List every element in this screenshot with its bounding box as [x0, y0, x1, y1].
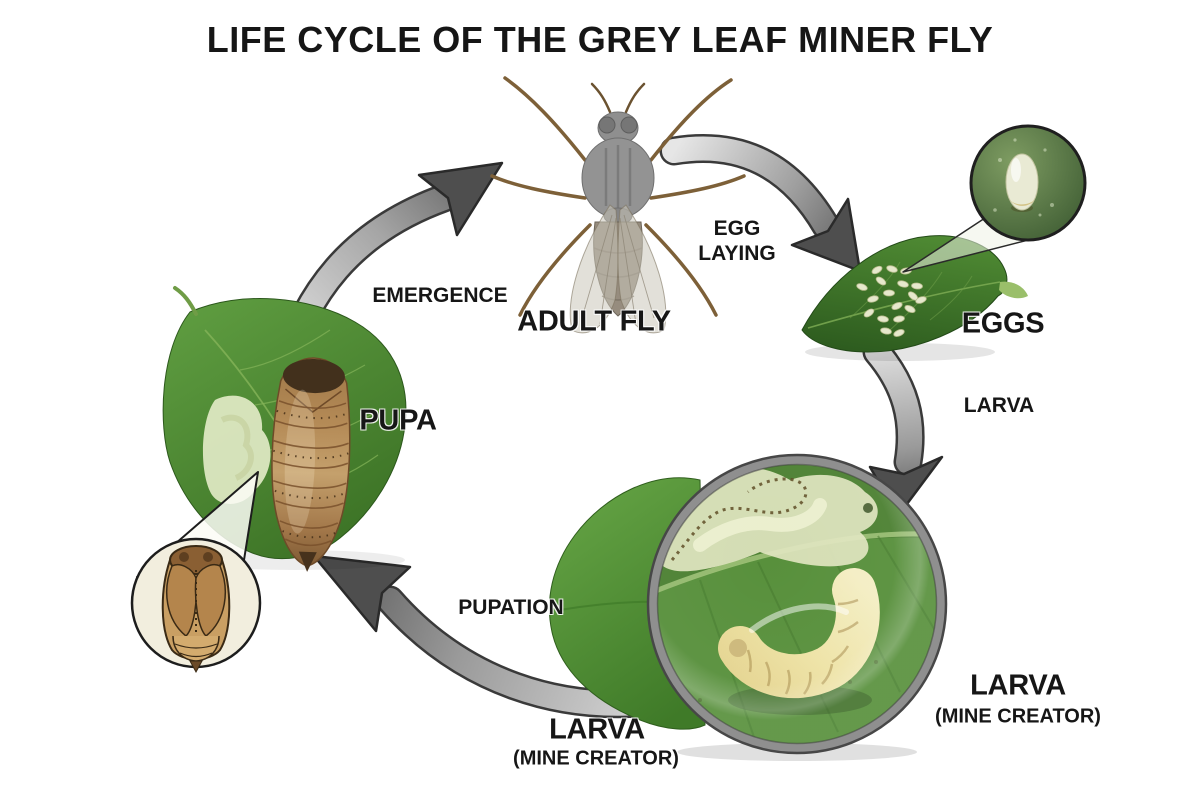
- fly-wings-icon: [569, 204, 667, 334]
- arrow-egg-laying: [659, 133, 862, 273]
- label-pupation: PUPATION: [458, 596, 564, 619]
- eggs-leaf-illustration: [801, 124, 1087, 361]
- larva-magnifier-circle: [646, 453, 948, 755]
- label-egg-laying: EGG LAYING: [698, 216, 775, 266]
- label-emergence: EMERGENCE: [372, 284, 508, 307]
- page-title: LIFE CYCLE OF THE GREY LEAF MINER FLY: [206, 19, 994, 60]
- adult-fly-illustration: [490, 76, 746, 334]
- pupa-illustration: [271, 357, 351, 572]
- label-larva-bottom: LARVA: [549, 713, 645, 746]
- fly-legs-icon: [490, 76, 746, 317]
- single-egg-icon: [1005, 153, 1039, 211]
- pupa-scene: [130, 286, 407, 674]
- pupa-drawing-icon: [161, 545, 231, 674]
- label-adult-fly: ADULT FLY: [517, 305, 671, 338]
- label-larva-transition: LARVA: [963, 394, 1035, 417]
- label-egg-laying-line1: EGG: [713, 217, 761, 240]
- label-larva-right-sub: (MINE CREATOR): [935, 705, 1101, 728]
- label-egg-laying-line2: LAYING: [698, 242, 776, 265]
- label-larva-right: LARVA: [970, 669, 1066, 702]
- egg-magnifier-circle: [969, 124, 1087, 242]
- pupa-magnifier-circle: [130, 537, 262, 674]
- label-eggs: EGGS: [961, 307, 1045, 340]
- larva-scene: [548, 453, 948, 761]
- label-larva-bottom-sub: (MINE CREATOR): [513, 747, 679, 770]
- label-pupa: PUPA: [359, 404, 437, 437]
